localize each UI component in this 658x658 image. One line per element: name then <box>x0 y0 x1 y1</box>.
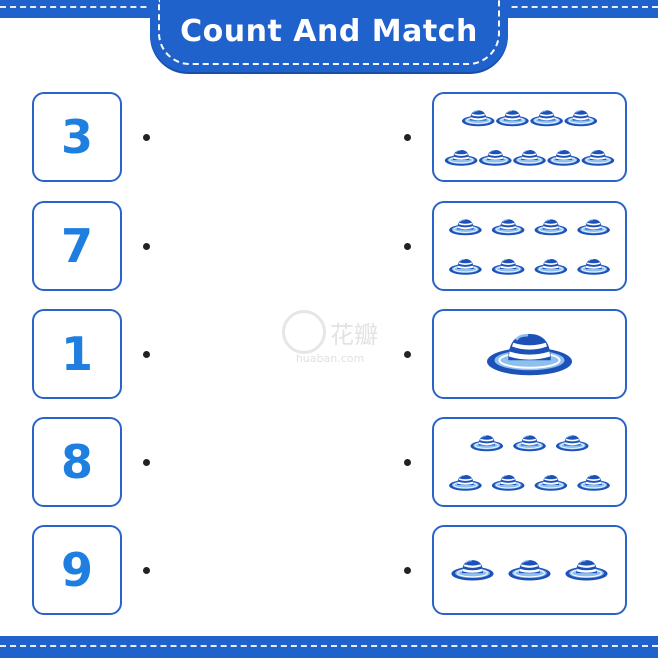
hat-box-4 <box>432 417 627 507</box>
page-title: Count And Match <box>180 14 478 49</box>
bottom-border-bar <box>0 636 658 658</box>
right-match-dot-3[interactable] <box>404 351 411 358</box>
left-match-dot-4[interactable] <box>143 459 150 466</box>
summer-hat-icon <box>534 258 568 275</box>
watermark-logo-icon <box>282 310 326 354</box>
number-box-3: 1 <box>32 309 122 399</box>
summer-hat-icon <box>565 560 608 581</box>
left-match-dot-2[interactable] <box>143 243 150 250</box>
number-box-4: 8 <box>32 417 122 507</box>
summer-hat-icon <box>547 149 581 166</box>
number-box-2: 7 <box>32 201 122 291</box>
left-match-dot-3[interactable] <box>143 351 150 358</box>
summer-hat-icon <box>581 149 615 166</box>
right-match-dot-1[interactable] <box>404 134 411 141</box>
hat-box-5 <box>432 525 627 615</box>
right-match-dot-4[interactable] <box>404 459 411 466</box>
summer-hat-icon <box>577 258 610 275</box>
number-label: 9 <box>60 543 93 597</box>
summer-hat-icon <box>470 435 504 452</box>
hat-box-1 <box>432 92 627 182</box>
number-label: 7 <box>60 219 93 273</box>
summer-hat-icon <box>444 149 478 166</box>
left-match-dot-5[interactable] <box>143 567 150 574</box>
hat-group-2 <box>449 219 610 275</box>
watermark-logo: 花瓣 huaban.com <box>270 310 390 365</box>
title-banner: Count And Match <box>150 0 508 72</box>
hat-box-2 <box>432 201 627 291</box>
summer-hat-icon <box>530 110 563 127</box>
hat-group-1 <box>444 110 615 166</box>
left-match-dot-1[interactable] <box>143 134 150 141</box>
hat-group-4 <box>449 435 610 491</box>
number-label: 1 <box>60 327 93 381</box>
hat-box-3 <box>432 309 627 399</box>
summer-hat-icon <box>449 219 482 236</box>
summer-hat-icon <box>555 435 589 452</box>
watermark-site: huaban.com <box>295 352 365 365</box>
summer-hat-icon <box>534 474 568 491</box>
right-match-dot-5[interactable] <box>404 567 411 574</box>
summer-hat-icon <box>478 149 512 166</box>
summer-hat-icon <box>577 219 610 236</box>
summer-hat-icon <box>491 474 525 491</box>
summer-hat-icon <box>487 334 572 376</box>
summer-hat-icon <box>449 474 482 491</box>
summer-hat-icon <box>451 560 494 581</box>
summer-hat-icon <box>496 110 529 127</box>
number-label: 8 <box>60 435 93 489</box>
summer-hat-icon <box>513 435 546 452</box>
summer-hat-icon <box>491 219 525 236</box>
summer-hat-icon <box>461 110 495 127</box>
hat-group-5 <box>451 560 608 581</box>
number-box-1: 3 <box>32 92 122 182</box>
number-box-5: 9 <box>32 525 122 615</box>
summer-hat-icon <box>449 258 482 275</box>
summer-hat-icon <box>577 474 610 491</box>
summer-hat-icon <box>508 560 551 581</box>
summer-hat-icon <box>513 149 546 166</box>
right-match-dot-2[interactable] <box>404 243 411 250</box>
hat-group-3 <box>487 334 572 376</box>
summer-hat-icon <box>491 258 525 275</box>
watermark-brand: 花瓣 <box>330 320 378 349</box>
summer-hat-icon <box>564 110 598 127</box>
number-label: 3 <box>60 110 93 164</box>
summer-hat-icon <box>534 219 568 236</box>
